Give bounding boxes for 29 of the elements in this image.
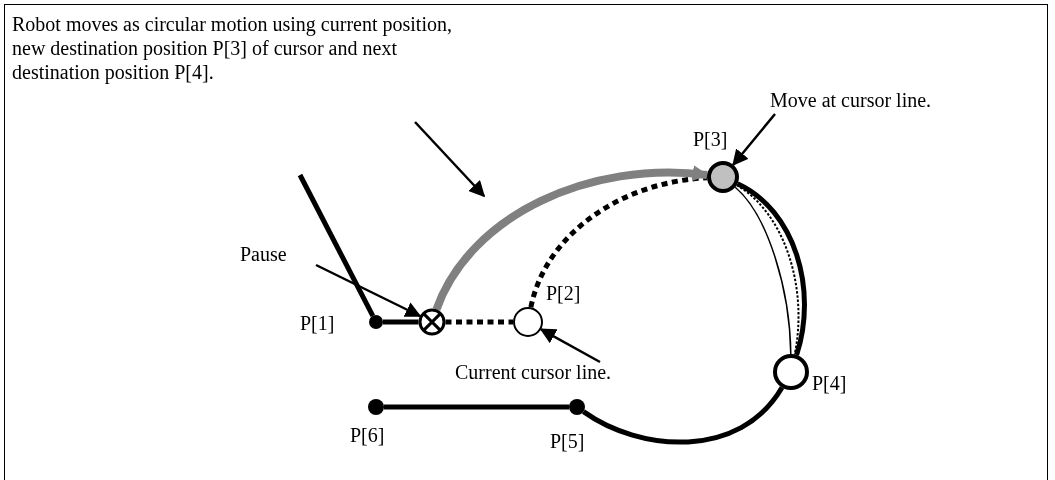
point-circle — [773, 354, 809, 390]
point-label: P[5] — [550, 430, 585, 453]
point-dot — [569, 399, 585, 415]
path-line — [734, 186, 792, 355]
path-line — [445, 319, 513, 325]
point-label: P[4] — [812, 372, 847, 395]
leader-arrow — [414, 121, 486, 198]
path-line — [528, 175, 708, 308]
leader-arrow — [732, 113, 776, 166]
point-label: P[6] — [350, 424, 385, 447]
path-line — [383, 319, 419, 325]
point-dot — [368, 399, 384, 415]
point-label: P[1] — [300, 312, 335, 335]
point-circle — [513, 307, 543, 337]
path-line — [384, 404, 569, 410]
annotation-text: Robot moves as circular motion using current position, new destination position P[3] of cursor and next destination position P[4]. — [12, 12, 452, 84]
annotation-text: Move at cursor line. — [770, 88, 932, 112]
path-line — [297, 173, 376, 317]
annotation-text: Current cursor line. — [455, 360, 612, 384]
point-label: P[3] — [693, 128, 728, 151]
point-circle — [707, 161, 739, 193]
motion-arrow — [432, 165, 709, 311]
annotation-text: Pause — [240, 242, 287, 266]
pause-marker — [418, 308, 446, 336]
leader-arrow — [315, 263, 422, 318]
point-label: P[2] — [546, 282, 581, 305]
leader-arrow — [539, 328, 601, 364]
point-dot — [369, 315, 383, 329]
path-line — [582, 386, 785, 445]
